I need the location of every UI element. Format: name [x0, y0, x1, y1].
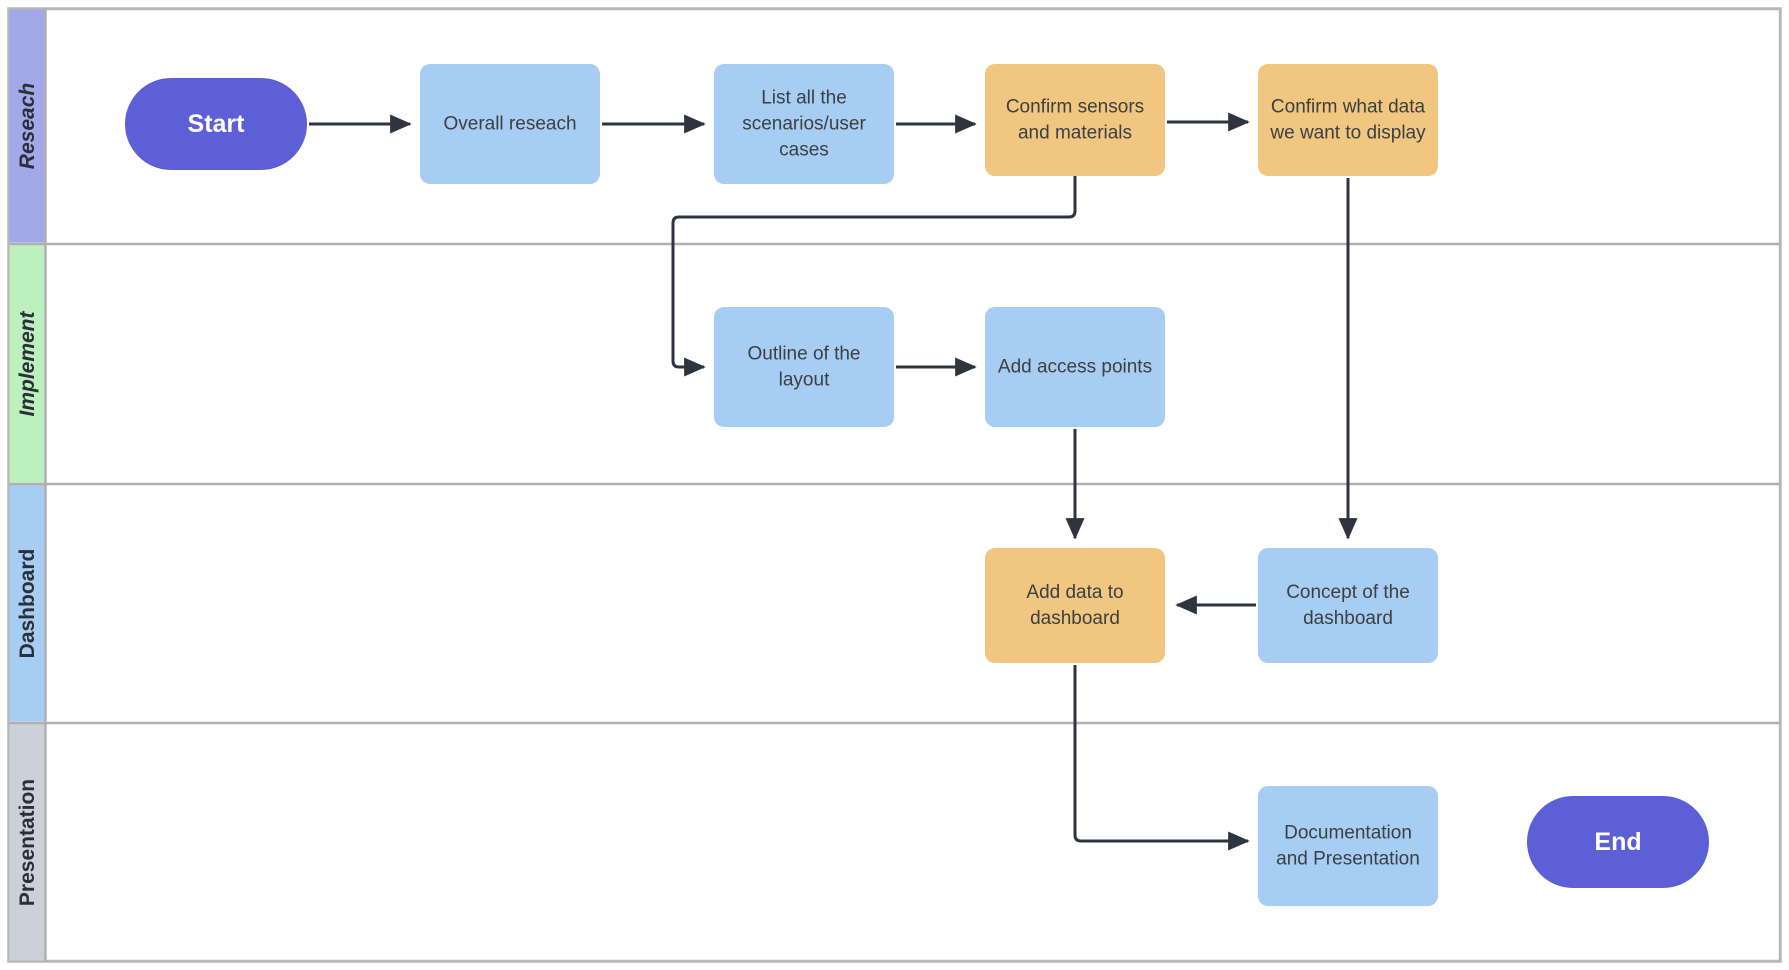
node-label: and materials — [1018, 123, 1132, 144]
node-label: Overall reseach — [443, 114, 576, 135]
node-shape[interactable] — [1258, 64, 1438, 176]
node-shape[interactable] — [1527, 796, 1709, 888]
lane-header-band — [9, 244, 46, 483]
node-label: Concept of the — [1286, 582, 1410, 603]
node-shape[interactable] — [985, 548, 1165, 663]
node-concept[interactable]: Concept of the dashboard — [1258, 548, 1438, 663]
node-sensors[interactable]: Confirm sensors and materials — [985, 64, 1165, 176]
node-shape[interactable] — [714, 307, 894, 427]
swimlane-dashboard: Dashboard — [9, 482, 1780, 723]
node-layer: Start Overall reseach List all the scenario… — [125, 64, 1709, 906]
node-label: Start — [188, 110, 246, 138]
node-shape[interactable] — [1258, 786, 1438, 906]
swimlane-reseach: Reseach — [9, 8, 47, 244]
node-label: Add access points — [998, 357, 1152, 378]
node-shape[interactable] — [985, 64, 1165, 176]
node-shape[interactable] — [1258, 548, 1438, 663]
node-accesspoints[interactable]: Add access points — [985, 307, 1165, 427]
node-label: cases — [779, 140, 829, 161]
node-overall[interactable]: Overall reseach — [420, 64, 600, 184]
swimlane-presentation: Presentation — [9, 721, 1780, 962]
node-whatdata[interactable]: Confirm what data we want to display — [1258, 64, 1438, 176]
node-adddata[interactable]: Add data to dashboard — [985, 548, 1165, 663]
node-label: Confirm what data — [1271, 97, 1426, 118]
node-scenarios[interactable]: List all the scenarios/user cases — [714, 64, 894, 184]
edge-sensors-outline[interactable] — [671, 176, 1077, 377]
node-shape[interactable] — [125, 78, 307, 170]
lane-label: Dashboard — [16, 549, 39, 659]
edge-adddata-documentation[interactable] — [1073, 665, 1250, 851]
lane-header-band — [9, 9, 46, 243]
node-label: Documentation — [1284, 823, 1412, 844]
lane-label: Implement — [16, 310, 39, 416]
node-label: End — [1594, 828, 1641, 856]
node-label: we want to display — [1269, 123, 1426, 144]
node-label: dashboard — [1030, 608, 1120, 629]
node-shape[interactable] — [985, 307, 1165, 427]
node-shape[interactable] — [420, 64, 600, 184]
node-label: List all the — [761, 88, 847, 109]
node-label: Add data to — [1026, 582, 1123, 603]
connector-layer — [309, 112, 1358, 851]
node-end[interactable]: End — [1527, 796, 1709, 888]
lane-label: Presentation — [16, 779, 39, 906]
node-label: scenarios/user — [742, 114, 866, 135]
node-label: Outline of the — [747, 344, 860, 365]
node-label: Confirm sensors — [1006, 97, 1144, 118]
node-documentation[interactable]: Documentation and Presentation — [1258, 786, 1438, 906]
lane-label: Reseach — [16, 83, 39, 169]
node-label: layout — [779, 370, 830, 391]
swimlane-implement: Implement — [9, 242, 1780, 484]
node-outline[interactable]: Outline of the layout — [714, 307, 894, 427]
node-label: and Presentation — [1276, 849, 1420, 870]
node-start[interactable]: Start — [125, 78, 307, 170]
node-shape[interactable] — [714, 64, 894, 184]
lane-header-band — [9, 723, 46, 961]
lane-header-band — [9, 484, 46, 722]
node-label: dashboard — [1303, 608, 1393, 629]
